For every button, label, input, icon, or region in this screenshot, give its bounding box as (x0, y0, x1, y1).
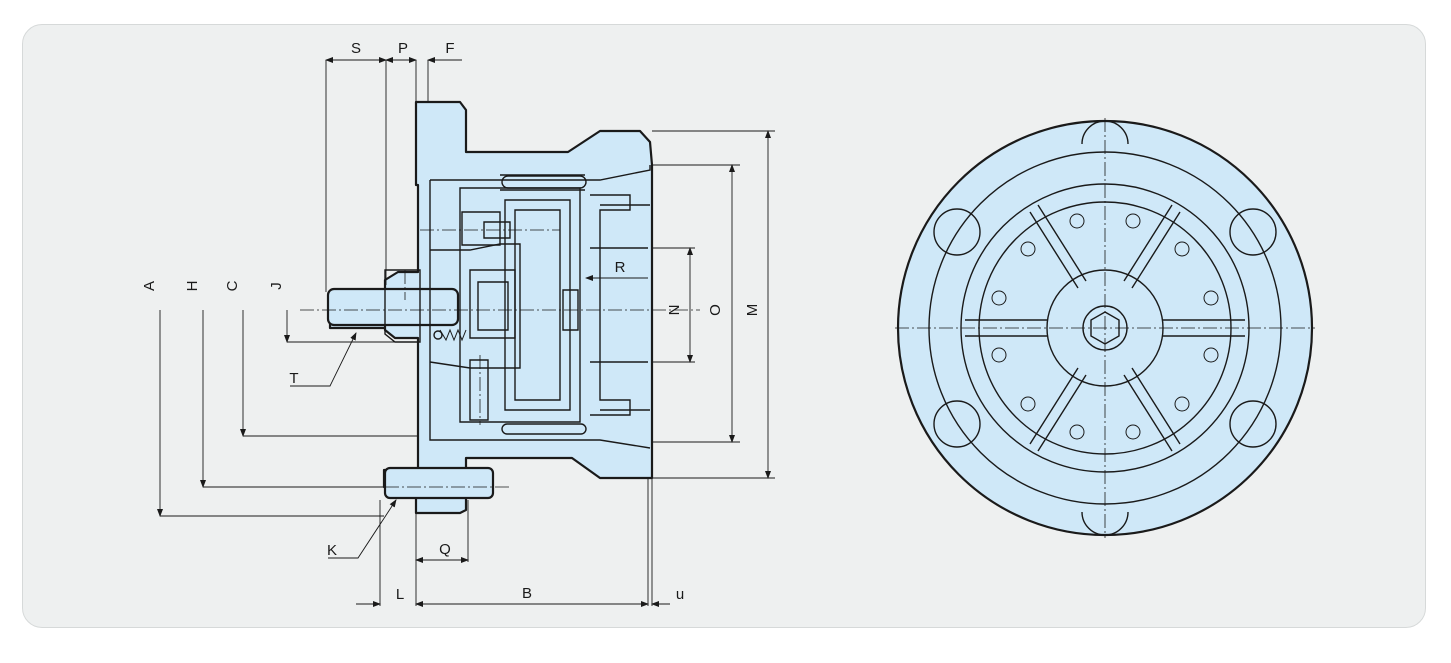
side-section-view (300, 100, 700, 515)
label-N: N (666, 305, 683, 316)
label-M: M (744, 304, 761, 317)
label-Q: Q (439, 541, 451, 558)
label-J: J (268, 282, 285, 290)
label-B: B (522, 585, 532, 602)
label-S: S (351, 40, 361, 57)
label-R: R (615, 259, 626, 276)
label-T: T (289, 370, 298, 387)
label-P: P (398, 40, 408, 57)
label-O: O (707, 304, 724, 316)
label-A: A (141, 281, 158, 291)
front-view (895, 118, 1315, 538)
stud (326, 287, 460, 327)
label-H: H (184, 281, 201, 292)
dimension-lines (157, 57, 775, 607)
label-C: C (224, 280, 241, 291)
label-K: K (327, 542, 337, 559)
jaw-slots (965, 204, 1245, 452)
bolt-boss (383, 466, 495, 500)
label-u: u (676, 586, 684, 603)
label-F: F (445, 40, 454, 57)
dimension-labels: S P F A H C J T K Q L B u R N O M (141, 40, 761, 603)
label-L: L (396, 586, 404, 603)
bolt-holes (991, 213, 1219, 440)
